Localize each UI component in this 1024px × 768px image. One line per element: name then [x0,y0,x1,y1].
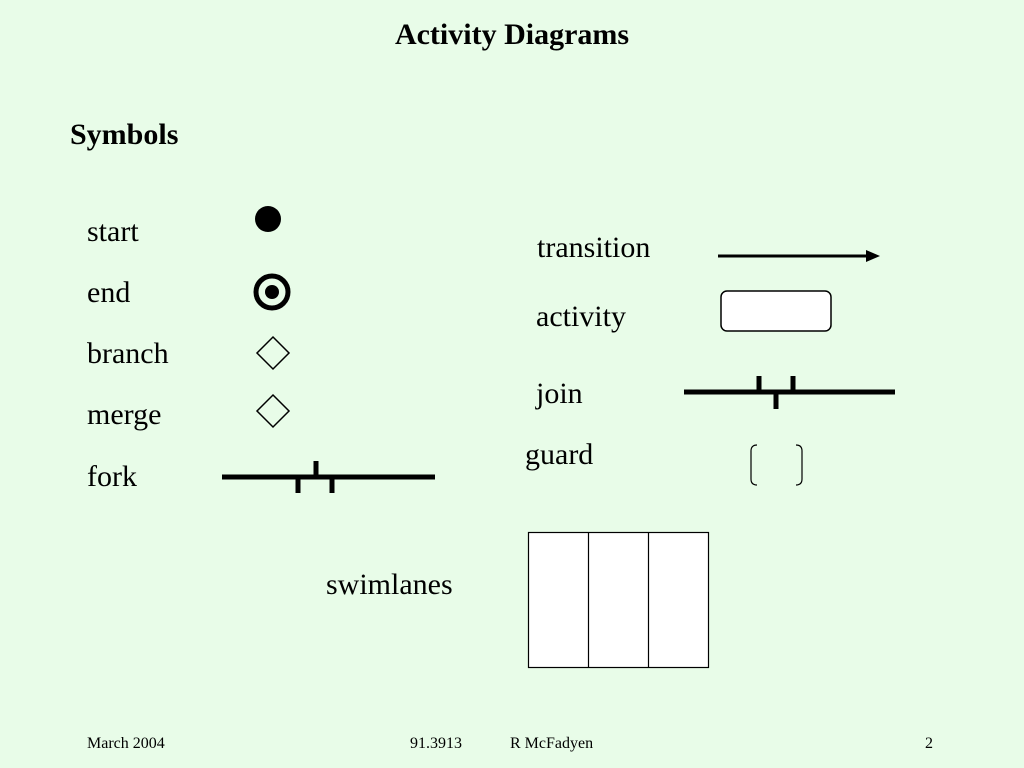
join-bar-symbol [684,376,895,409]
label-branch: branch [87,337,169,370]
label-end: end [87,276,131,309]
fork-bar-symbol [222,461,435,493]
footer-course: 91.3913 [410,735,462,752]
guard-bracket-symbol [750,444,803,486]
label-fork: fork [87,460,137,493]
end-symbol [253,273,291,311]
swimlanes-symbol [527,531,710,669]
section-heading: Symbols [70,118,179,151]
merge-diamond-symbol [255,393,291,429]
footer-author: R McFadyen [510,735,594,752]
start-symbol [255,206,281,232]
label-merge: merge [87,398,162,431]
footer-page-number: 2 [925,735,933,752]
label-join: join [536,377,583,410]
label-guard: guard [525,438,594,471]
branch-diamond-symbol [255,335,291,371]
label-transition: transition [537,231,651,264]
activity-box-symbol [720,290,832,332]
label-start: start [87,215,139,248]
slide-title: Activity Diagrams [394,18,630,51]
footer-date: March 2004 [87,735,165,752]
label-activity: activity [536,300,626,333]
transition-arrow-symbol [718,250,880,262]
label-swimlanes: swimlanes [326,568,453,601]
